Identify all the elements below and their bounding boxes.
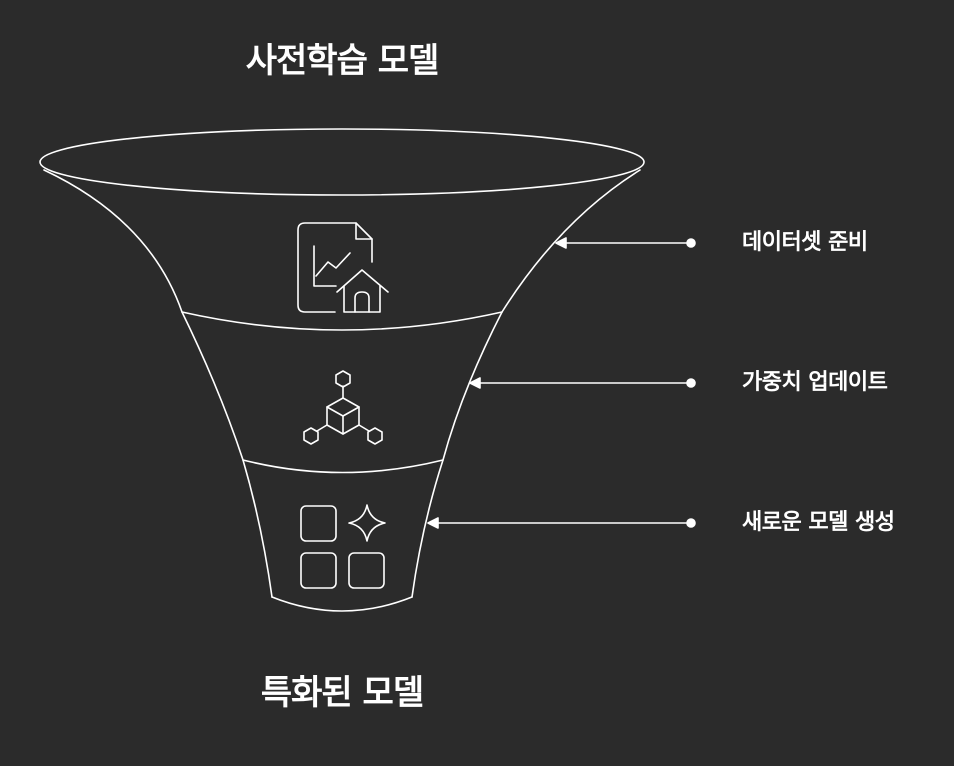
stage-arrow-3 [427, 517, 696, 529]
stage-label-dataset: 데이터셋 준비 [742, 230, 868, 255]
data-document-icon [297, 222, 389, 313]
stage-arrow-1 [555, 237, 696, 249]
top-title: 사전학습 모델 [245, 41, 440, 81]
weights-network-icon [303, 370, 383, 445]
funnel-left-side [43, 169, 273, 598]
funnel-rim [39, 128, 645, 196]
stage-arrow-2 [469, 377, 696, 389]
stage-label-new-model: 새로운 모델 생성 [742, 510, 895, 535]
funnel-separator-2 [242, 459, 444, 474]
funnel-right-side [411, 169, 641, 598]
funnel-separator-1 [181, 311, 503, 331]
new-model-grid-icon [300, 504, 386, 589]
stage-label-weights: 가중치 업데이트 [742, 370, 888, 395]
funnel-bottom [271, 596, 413, 612]
bottom-title: 특화된 모델 [260, 673, 424, 713]
